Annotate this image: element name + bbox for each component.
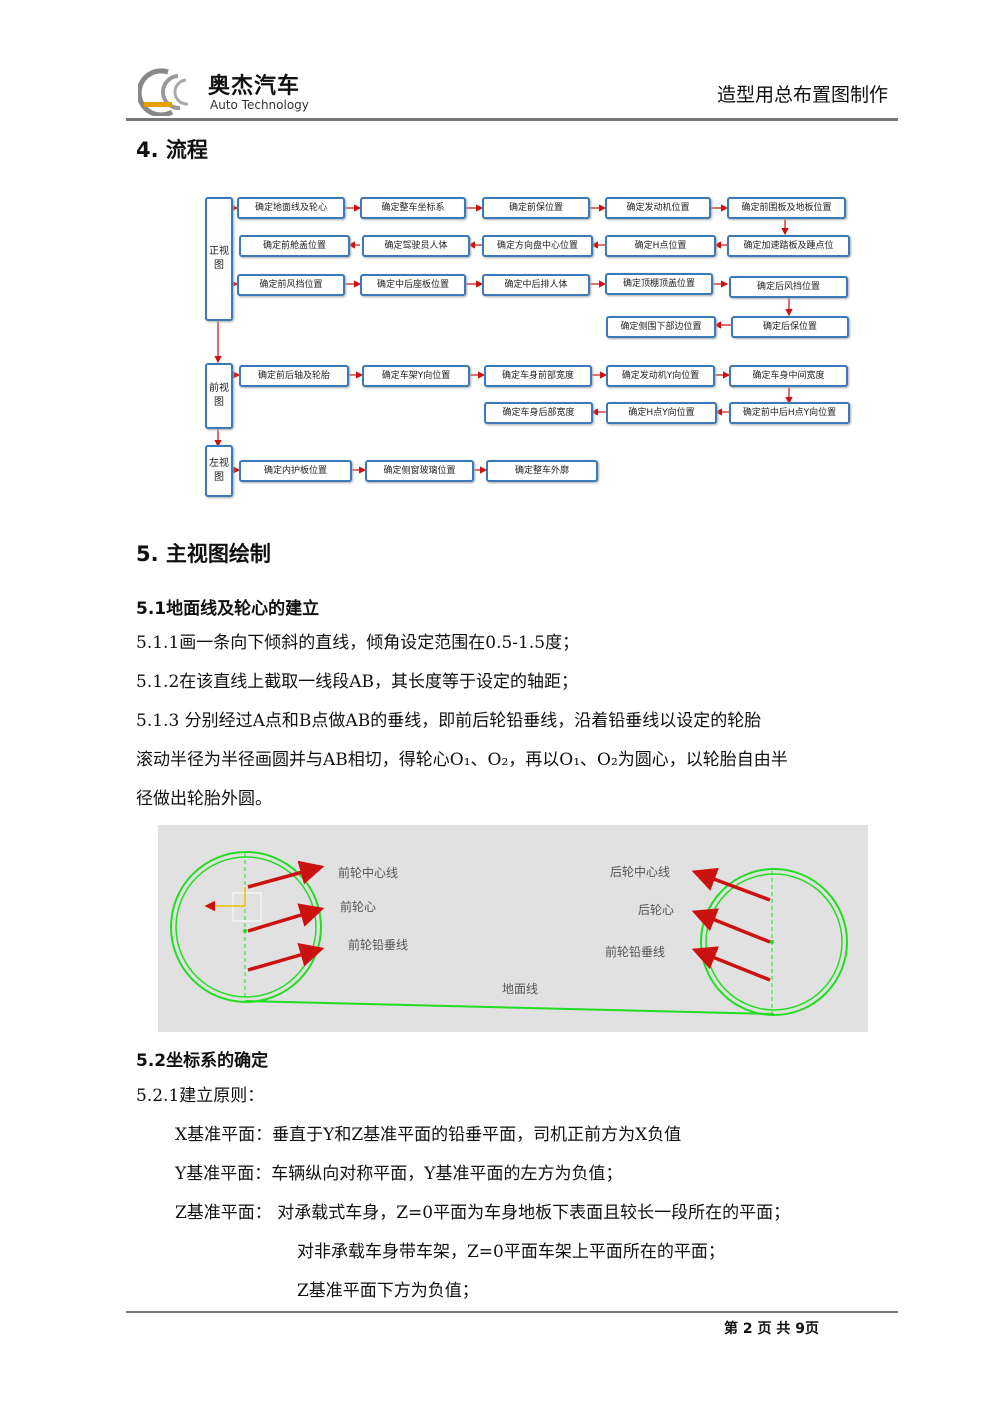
subsection-5-1-heading: 5.1地面线及轮心的建立 [136, 599, 320, 619]
ground-line [245, 1000, 775, 1015]
front-plumb-line-arrow [247, 943, 325, 972]
flow-step: 确定整车外廓 [486, 460, 598, 482]
page-number: 第 2 页 共 9页 [724, 1321, 819, 1337]
flow-step: 确定H点Y向位置 [606, 402, 717, 424]
flow-step: 确定方向盘中心位置 [482, 235, 593, 257]
wheel-diagram: 前轮中心线 前轮心 前轮铅垂线 后轮中心线 后轮心 前轮铅垂线 地面线 [158, 825, 868, 1032]
flow-step: 确定发动机Y向位置 [606, 365, 715, 387]
front-wheel-center-dot [243, 929, 247, 933]
company-logo: 奥杰汽车 Auto Technology [138, 68, 318, 116]
logo-swoosh-icon [138, 68, 189, 116]
flow-arrows [214, 204, 793, 474]
flow-step: 确定前舱盖位置 [239, 235, 350, 257]
flow-step: 确定车身后部宽度 [484, 402, 593, 424]
flow-step: 确定内护板位置 [239, 460, 352, 482]
label-rear-center-line: 后轮中心线 [610, 864, 670, 879]
paragraph-5-2-1: 5.2.1建立原则： [136, 1086, 265, 1106]
logo-text-en: Auto Technology [210, 98, 309, 112]
flow-step: 确定侧窗玻璃位置 [365, 460, 474, 482]
document-title: 造型用总布置图制作 [716, 84, 888, 106]
process-flowchart: 正视图 前视图 左视图 确定地面线及轮心 确定整车坐标系 确定前保位置 确定发动… [203, 193, 853, 498]
section-4-heading: 4. 流程 [136, 138, 208, 162]
paragraph-5-1-2: 5.1.2在该直线上截取一线段AB，其长度等于设定的轴距； [136, 672, 579, 692]
rear-wheel-center-arrow [691, 908, 771, 944]
flow-step: 确定前后轴及轮胎 [239, 365, 349, 387]
x-plane-definition: X基准平面：垂直于Y和Z基准平面的铅垂平面，司机正前方为X负值 [175, 1125, 682, 1145]
logo-text-cn: 奥杰汽车 [208, 74, 301, 99]
rear-tire-circle [700, 868, 848, 1016]
front-center-line-arrow [247, 860, 325, 889]
flow-step: 确定发动机位置 [605, 197, 711, 219]
paragraph-5-1-3-line1: 5.1.3 分别经过A点和B点做AB的垂线，即前后轮铅垂线，沿着铅垂线以设定的轮… [136, 711, 762, 731]
z-plane-definition-line1: Z基准平面： 对承载式车身，Z=0平面为车身地板下表面且较长一段所在的平面； [175, 1203, 791, 1223]
flow-step: 确定前保位置 [482, 197, 590, 219]
flow-step: 确定车身前部宽度 [484, 365, 592, 387]
flow-step: 确定侧围下部边位置 [606, 316, 716, 338]
paragraph-5-1-1: 5.1.1画一条向下倾斜的直线，倾角设定范围在0.5-1.5度； [136, 633, 580, 653]
flow-step: 确定加速踏板及踵点位 [727, 235, 850, 257]
paragraph-5-1-3-line3: 径做出轮胎外圆。 [136, 789, 272, 809]
view-box-front: 前视图 [205, 363, 233, 429]
label-rear-wheel-center: 后轮心 [638, 903, 674, 917]
flow-step: 确定前风挡位置 [237, 274, 345, 296]
footer-divider [126, 1311, 898, 1313]
flow-step: 确定后风挡位置 [729, 276, 848, 298]
front-wheel-center-arrow [247, 903, 325, 933]
rear-wheel-center-dot [770, 940, 774, 944]
flow-step: 确定H点位置 [605, 235, 716, 257]
paragraph-5-1-3-line2: 滚动半径为半径画圆并与AB相切，得轮心O₁、O₂，再以O₁、O₂为圆心，以轮胎自… [136, 750, 788, 770]
flow-step: 确定中后排人体 [482, 274, 590, 296]
flow-step: 确定整车坐标系 [360, 197, 466, 219]
rear-plumb-line-arrow [691, 946, 771, 982]
label-ground-line: 地面线 [502, 982, 538, 996]
subsection-5-2-heading: 5.2坐标系的确定 [136, 1051, 269, 1071]
section-5-heading: 5. 主视图绘制 [136, 542, 271, 566]
label-front-wheel-center: 前轮心 [340, 899, 376, 914]
flow-step: 确定顶棚顶盖位置 [605, 273, 713, 295]
label-front-plumb-line: 前轮铅垂线 [348, 937, 408, 952]
z-plane-definition-line3: Z基准平面下方为负值； [297, 1281, 479, 1301]
flow-step: 确定车架Y向位置 [362, 365, 470, 387]
flow-step: 确定前中后H点Y向位置 [729, 402, 850, 424]
flow-step: 确定前围板及地板位置 [727, 197, 846, 219]
flow-step: 确定车身中间宽度 [729, 365, 848, 387]
flow-step: 确定中后座板位置 [360, 274, 466, 296]
flow-step: 确定地面线及轮心 [237, 197, 345, 219]
rear-center-line-arrow [691, 867, 771, 902]
z-plane-definition-line2: 对非承载车身带车架，Z=0平面车架上平面所在的平面； [297, 1242, 725, 1262]
view-box-front-main: 正视图 [205, 197, 233, 321]
header-divider [126, 118, 898, 121]
label-front-center-line: 前轮中心线 [338, 865, 398, 880]
label-rear-plumb-line: 前轮铅垂线 [605, 944, 665, 959]
view-box-left: 左视图 [205, 445, 233, 497]
flow-step: 确定驾驶员人体 [362, 235, 470, 257]
y-plane-definition: Y基准平面：车辆纵向对称平面，Y基准平面的左方为负值； [175, 1164, 623, 1184]
flow-step: 确定后保位置 [731, 316, 849, 338]
